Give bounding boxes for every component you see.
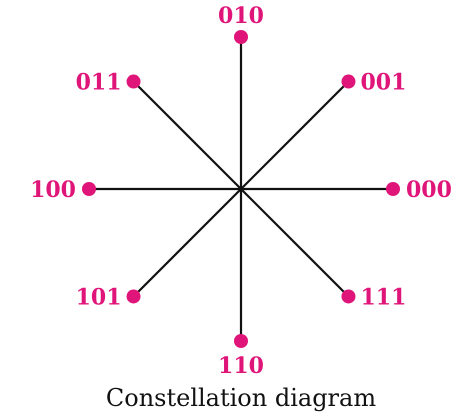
point-label-000: 000 <box>406 177 452 203</box>
point-label-100: 100 <box>30 177 76 203</box>
diagram-caption: Constellation diagram <box>106 384 376 412</box>
point-110 <box>234 334 248 348</box>
spoke-111 <box>240 188 350 298</box>
point-011 <box>126 74 141 89</box>
spoke-011 <box>132 80 242 190</box>
constellation-points <box>82 30 400 348</box>
point-label-001: 001 <box>360 70 406 96</box>
point-001 <box>341 74 356 89</box>
point-label-011: 011 <box>76 70 122 96</box>
point-111 <box>341 289 356 304</box>
point-101 <box>126 289 141 304</box>
point-label-010: 010 <box>218 3 264 29</box>
constellation-lines <box>89 37 393 341</box>
spoke-101 <box>132 188 242 298</box>
point-label-111: 111 <box>360 284 406 310</box>
point-100 <box>82 182 96 196</box>
point-label-101: 101 <box>76 284 122 310</box>
spoke-001 <box>240 80 350 190</box>
point-label-110: 110 <box>218 353 264 379</box>
constellation-labels: 000 001 010 011 100 101 110 111 <box>30 3 452 379</box>
point-000 <box>386 182 400 196</box>
point-010 <box>234 30 248 44</box>
